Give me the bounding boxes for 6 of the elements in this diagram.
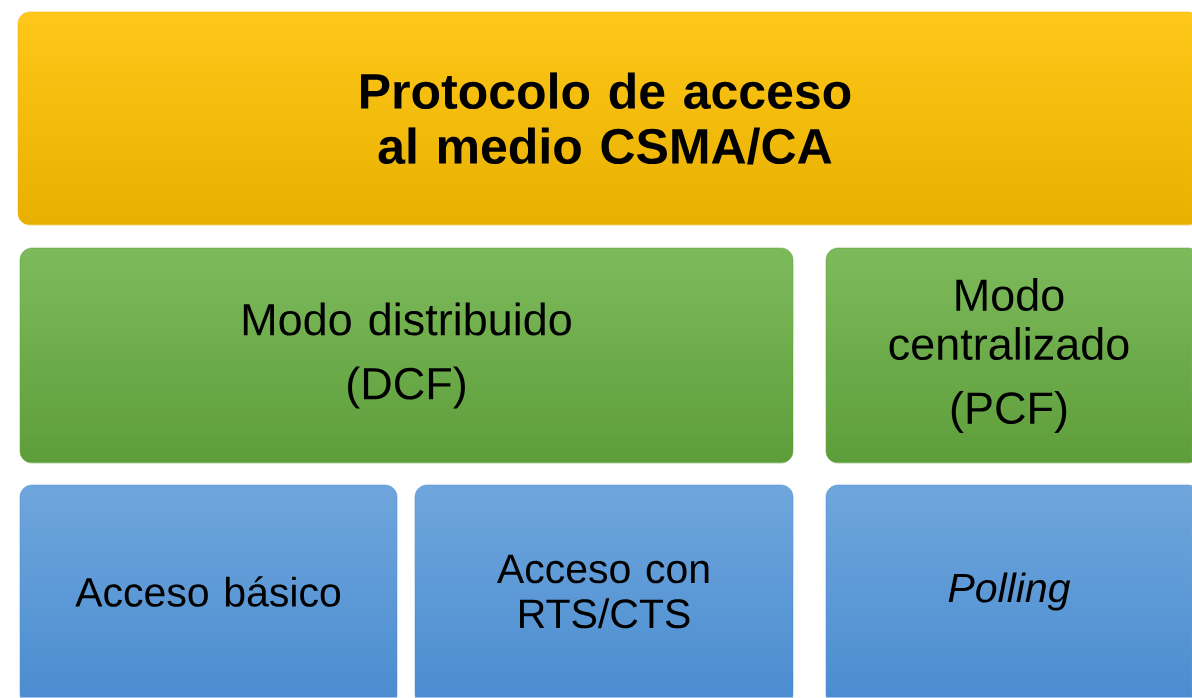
subcategory-box: Acceso con RTS/CTS [414, 484, 794, 698]
subcategory-box: Acceso básico [19, 484, 398, 698]
category-box: Modo centralizado (PCF) [825, 247, 1192, 464]
title-banner: Protocolo de acceso al medio CSMA/CA [17, 11, 1192, 226]
subcategory-box: Polling [825, 484, 1192, 698]
category-box: Modo distribuido (DCF) [19, 247, 794, 464]
